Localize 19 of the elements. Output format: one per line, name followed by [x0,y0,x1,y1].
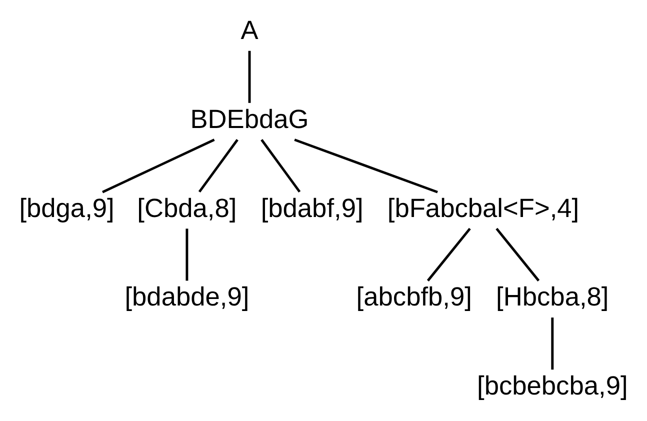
node-text: [bdabf,9] [260,192,363,223]
connector [185,228,188,281]
node-text: [bdga,9] [18,192,114,223]
node-text: [bFabcbal<F>,4] [386,192,579,223]
connector [260,139,300,193]
connector [426,228,470,282]
node-text: A [240,14,258,45]
connector [294,138,438,194]
node-text: [bdabde,9] [124,282,249,312]
node-text: BDEbdaG [190,104,308,134]
node-text: [Cbda,8] [136,192,236,223]
connector [495,228,540,282]
connector [248,50,250,103]
node-text: [bcbebcba,9] [476,370,628,401]
connector [198,139,238,193]
connector [550,318,554,370]
node-text: [abcbfb,9] [356,282,472,312]
node-text: [Hbcba,8] [496,282,608,312]
connector [102,138,214,194]
